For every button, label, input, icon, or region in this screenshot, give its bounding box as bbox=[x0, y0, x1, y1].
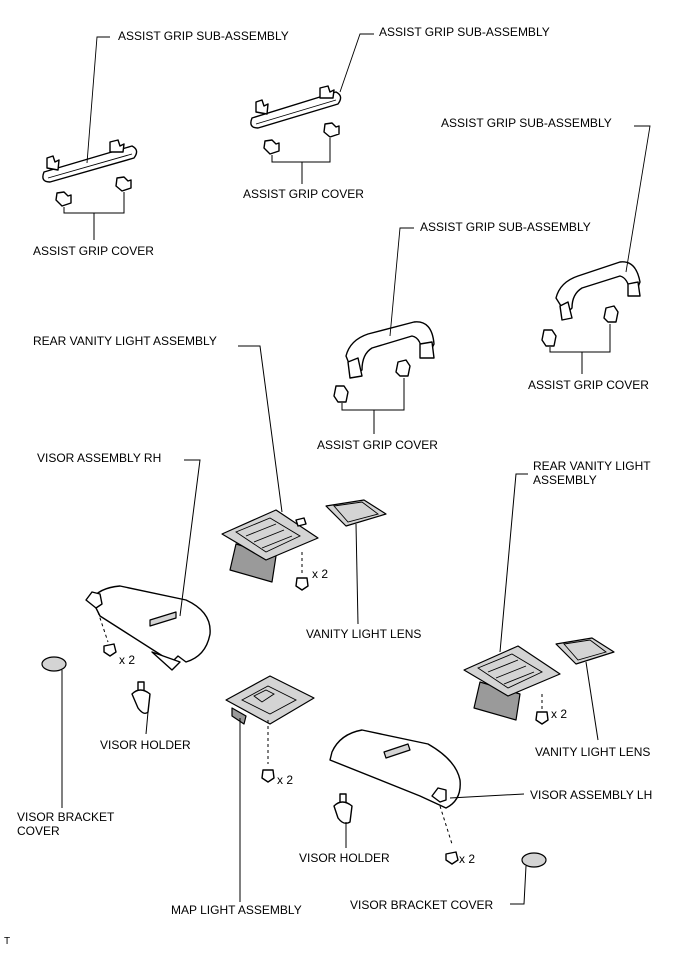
label-assist-grip-sub-assembly-2: ASSIST GRIP SUB-ASSEMBLY bbox=[379, 25, 550, 39]
label-assist-grip-sub-assembly-4: ASSIST GRIP SUB-ASSEMBLY bbox=[420, 220, 591, 234]
label-assist-grip-cover-4: ASSIST GRIP COVER bbox=[317, 438, 438, 452]
visor-holder-1 bbox=[131, 681, 151, 735]
label-assist-grip-cover-1: ASSIST GRIP COVER bbox=[33, 244, 154, 258]
visor-holder-2 bbox=[333, 793, 353, 848]
visor-assembly-rh bbox=[85, 459, 211, 671]
label-rear-vanity-light-assembly-1: REAR VANITY LIGHT ASSEMBLY bbox=[33, 334, 217, 348]
label-visor-holder-2: VISOR HOLDER bbox=[299, 851, 390, 865]
label-visor-bracket-cover-1: VISOR BRACKET COVER bbox=[17, 810, 115, 838]
label-visor-bracket-cover-2: VISOR BRACKET COVER bbox=[350, 898, 494, 912]
label-map-light-assembly: MAP LIGHT ASSEMBLY bbox=[171, 903, 302, 917]
rear-vanity-light-1 bbox=[221, 345, 319, 591]
label-assist-grip-sub-assembly-3: ASSIST GRIP SUB-ASSEMBLY bbox=[441, 116, 612, 130]
assist-grip-1 bbox=[42, 36, 138, 183]
assist-grip-cover-4 bbox=[333, 359, 411, 434]
qty-label-5: x 2 bbox=[459, 852, 476, 866]
corner-mark: T bbox=[4, 936, 11, 947]
label-visor-holder-1: VISOR HOLDER bbox=[100, 738, 191, 752]
label-assist-grip-cover-3: ASSIST GRIP COVER bbox=[528, 378, 649, 392]
label-rear-vanity-light-assembly-2: REAR VANITY LIGHT ASSEMBLY bbox=[533, 459, 651, 487]
assist-grip-cover-1 bbox=[55, 176, 132, 240]
assist-grip-cover-3 bbox=[541, 305, 619, 374]
label-vanity-light-lens-2: VANITY LIGHT LENS bbox=[535, 745, 651, 759]
vanity-light-lens-1 bbox=[325, 499, 387, 625]
qty-label-1: x 2 bbox=[312, 567, 329, 581]
label-visor-assembly-rh: VISOR ASSEMBLY RH bbox=[37, 451, 162, 465]
assist-grip-3 bbox=[555, 125, 651, 321]
label-assist-grip-cover-2: ASSIST GRIP COVER bbox=[243, 187, 364, 201]
qty-label-3: x 2 bbox=[277, 773, 294, 787]
visor-assembly-lh bbox=[329, 729, 525, 865]
map-light-assembly bbox=[225, 675, 315, 902]
assist-grip-4 bbox=[345, 227, 435, 379]
rear-vanity-light-2 bbox=[463, 473, 561, 725]
qty-label-2: x 2 bbox=[119, 653, 136, 667]
label-assist-grip-sub-assembly-1: ASSIST GRIP SUB-ASSEMBLY bbox=[118, 29, 289, 43]
label-vanity-light-lens-1: VANITY LIGHT LENS bbox=[306, 627, 422, 641]
qty-label-4: x 2 bbox=[551, 707, 568, 721]
assist-grip-2 bbox=[250, 33, 374, 129]
visor-bracket-cover-2 bbox=[510, 852, 547, 905]
assist-grip-cover-2 bbox=[263, 122, 340, 184]
visor-bracket-cover-1 bbox=[41, 656, 67, 808]
label-visor-assembly-lh: VISOR ASSEMBLY LH bbox=[530, 788, 653, 802]
vanity-light-lens-2 bbox=[555, 637, 615, 741]
